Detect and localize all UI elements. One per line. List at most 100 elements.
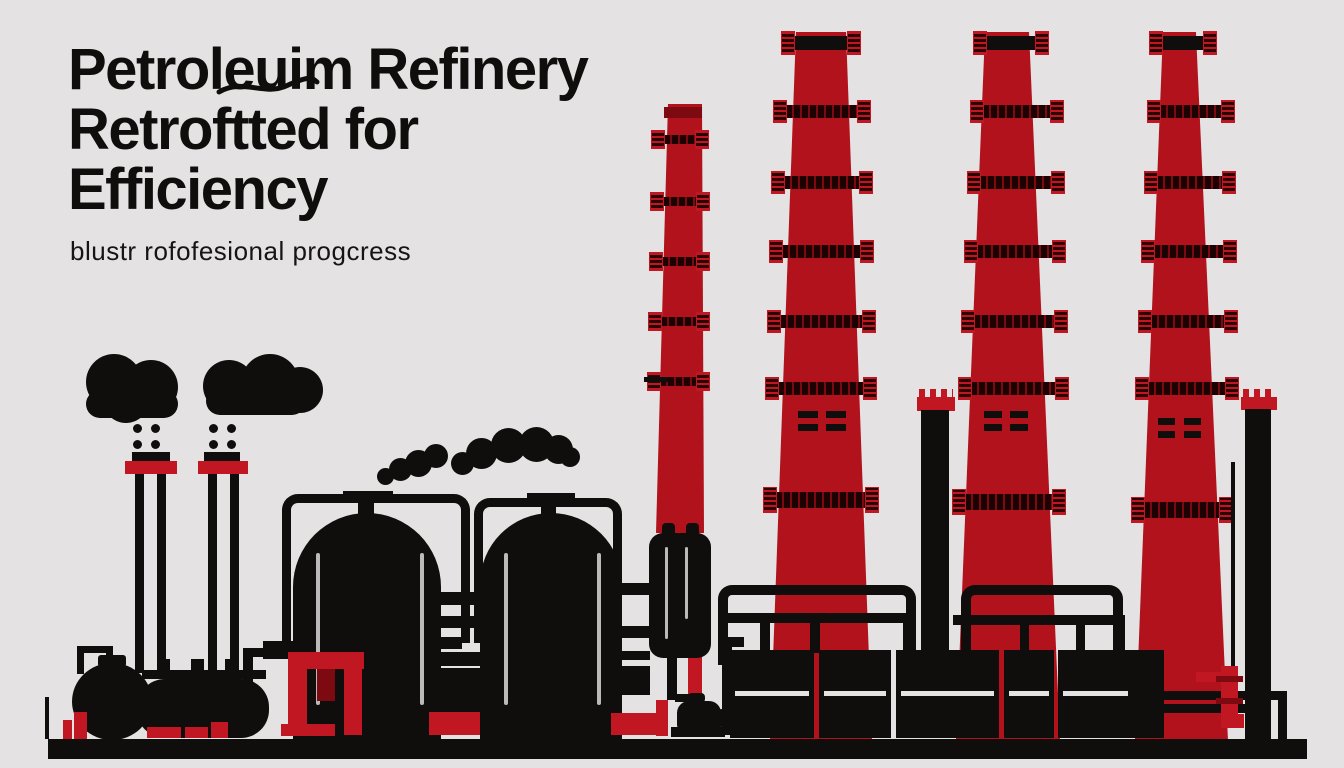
horizontal-tank-stub	[191, 659, 204, 670]
smoke-dot	[133, 440, 142, 449]
stack1-platform	[769, 240, 874, 263]
column-nub	[662, 523, 675, 535]
poster-title-line-3: Efficiency	[68, 157, 329, 222]
stack3-valve-link	[1196, 672, 1226, 682]
column-highlight	[665, 547, 668, 639]
stack3-vent-slit	[1158, 431, 1175, 438]
flare-stack-band	[648, 312, 710, 331]
small-chimney-left-flue	[135, 474, 144, 673]
stack2-vent-slit	[984, 424, 1002, 431]
stack2-vent-slit	[984, 411, 1002, 418]
stack2-vent-slit	[1010, 411, 1028, 418]
small-chimney-left-collar	[125, 461, 177, 474]
stack1-vent-slit	[798, 424, 818, 431]
flare-stack-bracket	[644, 377, 668, 382]
pipe-rack-left-inner	[728, 613, 913, 623]
riser-pipe-elbow	[722, 637, 744, 647]
storage-block	[730, 650, 814, 738]
inter-tank-red-base	[429, 712, 480, 735]
poster-title-line-2: Retroftted for	[68, 97, 419, 162]
smoke-dot	[227, 424, 236, 433]
block-slit	[1009, 691, 1049, 696]
column-red-pipe	[688, 654, 702, 702]
block-slit	[824, 691, 886, 696]
stack2-platform	[958, 377, 1069, 400]
smoke-dot	[133, 424, 142, 433]
pipe-run-right-corner	[1262, 704, 1271, 739]
black-chimney-mid-crown	[917, 397, 955, 411]
ground-red-strip	[185, 727, 208, 738]
stack3-vent-slit	[1184, 418, 1201, 425]
smoke-dot	[151, 424, 160, 433]
stack3-vent-slit	[1184, 431, 1201, 438]
tank-highlight	[420, 553, 424, 705]
inter-tank-pipe	[427, 637, 462, 649]
pump-red-post	[656, 700, 668, 736]
smoke-cloud-icon	[86, 390, 178, 418]
smoke-wisp	[560, 447, 580, 467]
column-highlight	[685, 547, 688, 619]
stack3-base-band	[1131, 497, 1233, 523]
tank-highlight	[316, 553, 320, 705]
smoke-cloud-icon	[206, 387, 306, 415]
red-pipe-shadow	[317, 669, 335, 701]
smoke-dot	[209, 440, 218, 449]
title-scribble	[216, 75, 320, 95]
inter-tank-pipe	[427, 652, 480, 666]
red-pipe-riser	[344, 669, 362, 735]
red-pipe-foot	[281, 724, 335, 736]
downcomer-pipe	[1231, 462, 1235, 694]
smoke-dot	[209, 424, 218, 433]
sphere-tank-pipe	[77, 646, 84, 674]
stack2-platform	[961, 310, 1068, 333]
small-chimney-right-cap	[204, 452, 240, 461]
inter-tank-block	[427, 668, 480, 713]
tank-vessel-pipe	[602, 583, 650, 595]
pipe-rack-drop	[760, 623, 770, 653]
inter-tank-pipe	[427, 616, 480, 628]
valve-red-base	[1221, 714, 1244, 728]
stack1-vent-slit	[798, 411, 818, 418]
red-pipes-valve	[263, 641, 294, 659]
red-pipe-run	[288, 652, 364, 669]
column-nub	[686, 523, 699, 535]
stack3-platform	[1138, 310, 1238, 333]
stack1-vent-slit	[826, 411, 846, 418]
stack2-vent-slit	[1010, 424, 1028, 431]
small-chimney-right-collar	[198, 461, 248, 474]
pipe-run-right	[1128, 704, 1268, 713]
stack1-platform	[767, 310, 876, 333]
stack3-vent-slit	[1158, 418, 1175, 425]
pipe-rack-drop	[1076, 625, 1085, 653]
process-column	[649, 533, 711, 658]
pump-base	[671, 727, 725, 737]
sphere-tank-pipe	[106, 646, 113, 662]
smoke-dot	[227, 440, 236, 449]
ground-red-strip	[147, 727, 181, 738]
stack3-cap	[1149, 31, 1217, 55]
inter-tank-pipe	[427, 592, 480, 605]
tank-vessel-red-base	[611, 713, 663, 735]
column-drain-pipe	[667, 656, 677, 700]
flare-stack-band	[650, 192, 710, 211]
red-post	[63, 720, 72, 739]
valve-flange	[1216, 676, 1243, 682]
title-block: Petroleuim Refinery Retroftted for Effic…	[68, 40, 589, 267]
valve-flange	[1216, 698, 1243, 704]
flare-stack-band	[649, 252, 710, 271]
tank-highlight	[597, 553, 601, 705]
stack3-platform	[1147, 100, 1235, 123]
stack1-platform	[765, 377, 877, 400]
pump-body	[677, 701, 721, 729]
smoke-wisp	[424, 444, 448, 468]
pipe-run-right-corner	[1278, 691, 1287, 739]
black-chimney-mid-crown-teeth	[919, 389, 953, 398]
stack1-platform	[771, 171, 873, 194]
black-chimney-right-crown-teeth	[1243, 389, 1275, 398]
red-pipe-riser	[288, 669, 307, 735]
horizontal-tank-stub	[157, 659, 170, 670]
stack1-vent-slit	[826, 424, 846, 431]
small-chimney-right-flue	[230, 474, 239, 673]
flare-stack-cap-band	[664, 107, 702, 118]
